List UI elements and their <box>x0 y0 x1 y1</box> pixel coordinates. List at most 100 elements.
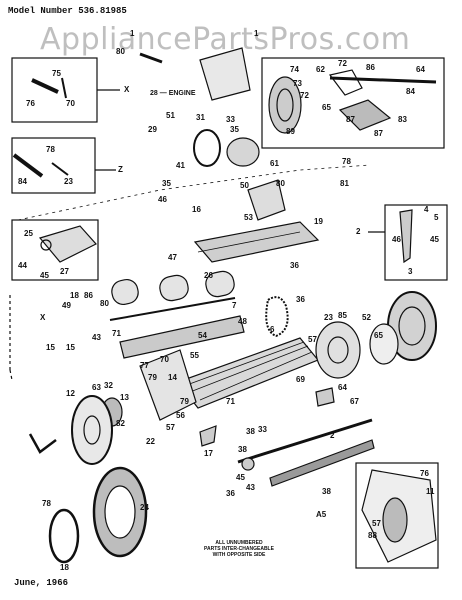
part-label: 65 <box>322 103 331 112</box>
part-label: 57 <box>166 423 175 432</box>
x-marker-2: X <box>40 313 46 322</box>
inset-box-side-link <box>384 204 448 281</box>
part-label: 38 <box>246 427 255 436</box>
part-label: 72 <box>338 59 347 68</box>
part-label: 35 <box>230 125 239 134</box>
part-label: 78 <box>42 499 51 508</box>
part-label: 48 <box>238 317 247 326</box>
part-label: 16 <box>192 205 201 214</box>
model-number: Model Number 536.81985 <box>8 6 127 16</box>
engine-text: ENGINE <box>168 90 196 97</box>
part-label: 47 <box>168 253 177 262</box>
part-label: 53 <box>244 213 253 222</box>
part-label: 73 <box>293 79 302 88</box>
part-label: 87 <box>346 115 355 124</box>
part-label: 86 <box>84 291 93 300</box>
inset-box-drive-assembly <box>261 57 445 149</box>
note-line: ALL UNNUMBERED <box>215 540 263 546</box>
part-label: 26 <box>204 271 213 280</box>
note-line: PARTS INTER-CHANGEABLE <box>204 546 274 552</box>
inset-box-side-plate <box>355 462 439 569</box>
part-label: 85 <box>338 311 347 320</box>
section-code: A5 <box>316 510 327 519</box>
part-label: 51 <box>166 111 175 120</box>
part-label: 18 <box>60 563 69 572</box>
part-label: 33 <box>258 425 267 434</box>
part-label: 46 <box>392 235 401 244</box>
part-label: 88 <box>368 531 377 540</box>
part-label: 31 <box>196 113 205 122</box>
part-label: 52 <box>362 313 371 322</box>
part-label: 43 <box>92 333 101 342</box>
part-label: 49 <box>62 301 71 310</box>
part-label: 36 <box>226 489 235 498</box>
note-line: WITH OPPOSITE SIDE <box>212 552 266 558</box>
part-label: 3 <box>408 267 413 276</box>
part-label: 44 <box>18 261 27 270</box>
part-label: 64 <box>338 383 347 392</box>
part-label: 17 <box>204 449 213 458</box>
part-label: 19 <box>314 217 323 226</box>
part-label: 62 <box>316 65 325 74</box>
part-label: 78 <box>46 145 55 154</box>
part-label: 27 <box>60 267 69 276</box>
part-label: 2 <box>330 431 335 440</box>
part-label: 55 <box>190 351 199 360</box>
part-label: 80 <box>276 179 285 188</box>
part-label: 33 <box>226 115 235 124</box>
part-label: 72 <box>300 91 309 100</box>
part-label: 79 <box>180 397 189 406</box>
engine-label: 28 — ENGINE <box>150 90 196 97</box>
part-label: 18 <box>70 291 79 300</box>
part-label: 84 <box>18 177 27 186</box>
part-label: 29 <box>148 125 157 134</box>
part-label: 41 <box>176 161 185 170</box>
part-label: 2 <box>356 227 361 236</box>
z-marker: Z <box>118 165 123 174</box>
part-label: 5 <box>434 213 439 222</box>
part-label: 76 <box>26 99 35 108</box>
part-label: 79 <box>148 373 157 382</box>
part-label: 7 <box>232 301 237 310</box>
part-label: 43 <box>246 483 255 492</box>
part-label: 57 <box>372 519 381 528</box>
interchangeable-note: ALL UNNUMBERED PARTS INTER-CHANGEABLE WI… <box>184 540 294 558</box>
part-label: 70 <box>66 99 75 108</box>
part-label: 56 <box>176 411 185 420</box>
watermark: AppliancePartsPros.com <box>40 22 411 57</box>
part-label: 76 <box>420 469 429 478</box>
part-label: 71 <box>112 329 121 338</box>
part-label: 83 <box>398 115 407 124</box>
part-label: 4 <box>424 205 429 214</box>
part-label: 86 <box>366 63 375 72</box>
part-label: 25 <box>24 229 33 238</box>
part-label: 87 <box>374 129 383 138</box>
part-label: 75 <box>52 69 61 78</box>
inset-box-axle-key <box>11 137 96 194</box>
part-label: 1 <box>254 29 259 38</box>
part-label: 15 <box>46 343 55 352</box>
part-label: 77 <box>140 361 149 370</box>
part-label: 38 <box>238 445 247 454</box>
part-label: 11 <box>426 487 435 496</box>
part-label: 14 <box>168 373 177 382</box>
part-label: 57 <box>308 335 317 344</box>
part-label: 81 <box>340 179 349 188</box>
part-label: 80 <box>100 299 109 308</box>
part-label: 70 <box>160 355 169 364</box>
part-label: 36 <box>296 295 305 304</box>
x-marker: X <box>124 85 130 94</box>
part-label: 35 <box>162 179 171 188</box>
part-label: 45 <box>430 235 439 244</box>
part-label: 6 <box>270 325 275 334</box>
part-label: 45 <box>40 271 49 280</box>
part-label: 67 <box>350 397 359 406</box>
part-label: 89 <box>286 127 295 136</box>
part-label: 1 <box>130 29 135 38</box>
part-label: 71 <box>226 397 235 406</box>
part-label: 63 <box>92 383 101 392</box>
part-label: 23 <box>324 313 333 322</box>
part-label: 50 <box>240 181 249 190</box>
